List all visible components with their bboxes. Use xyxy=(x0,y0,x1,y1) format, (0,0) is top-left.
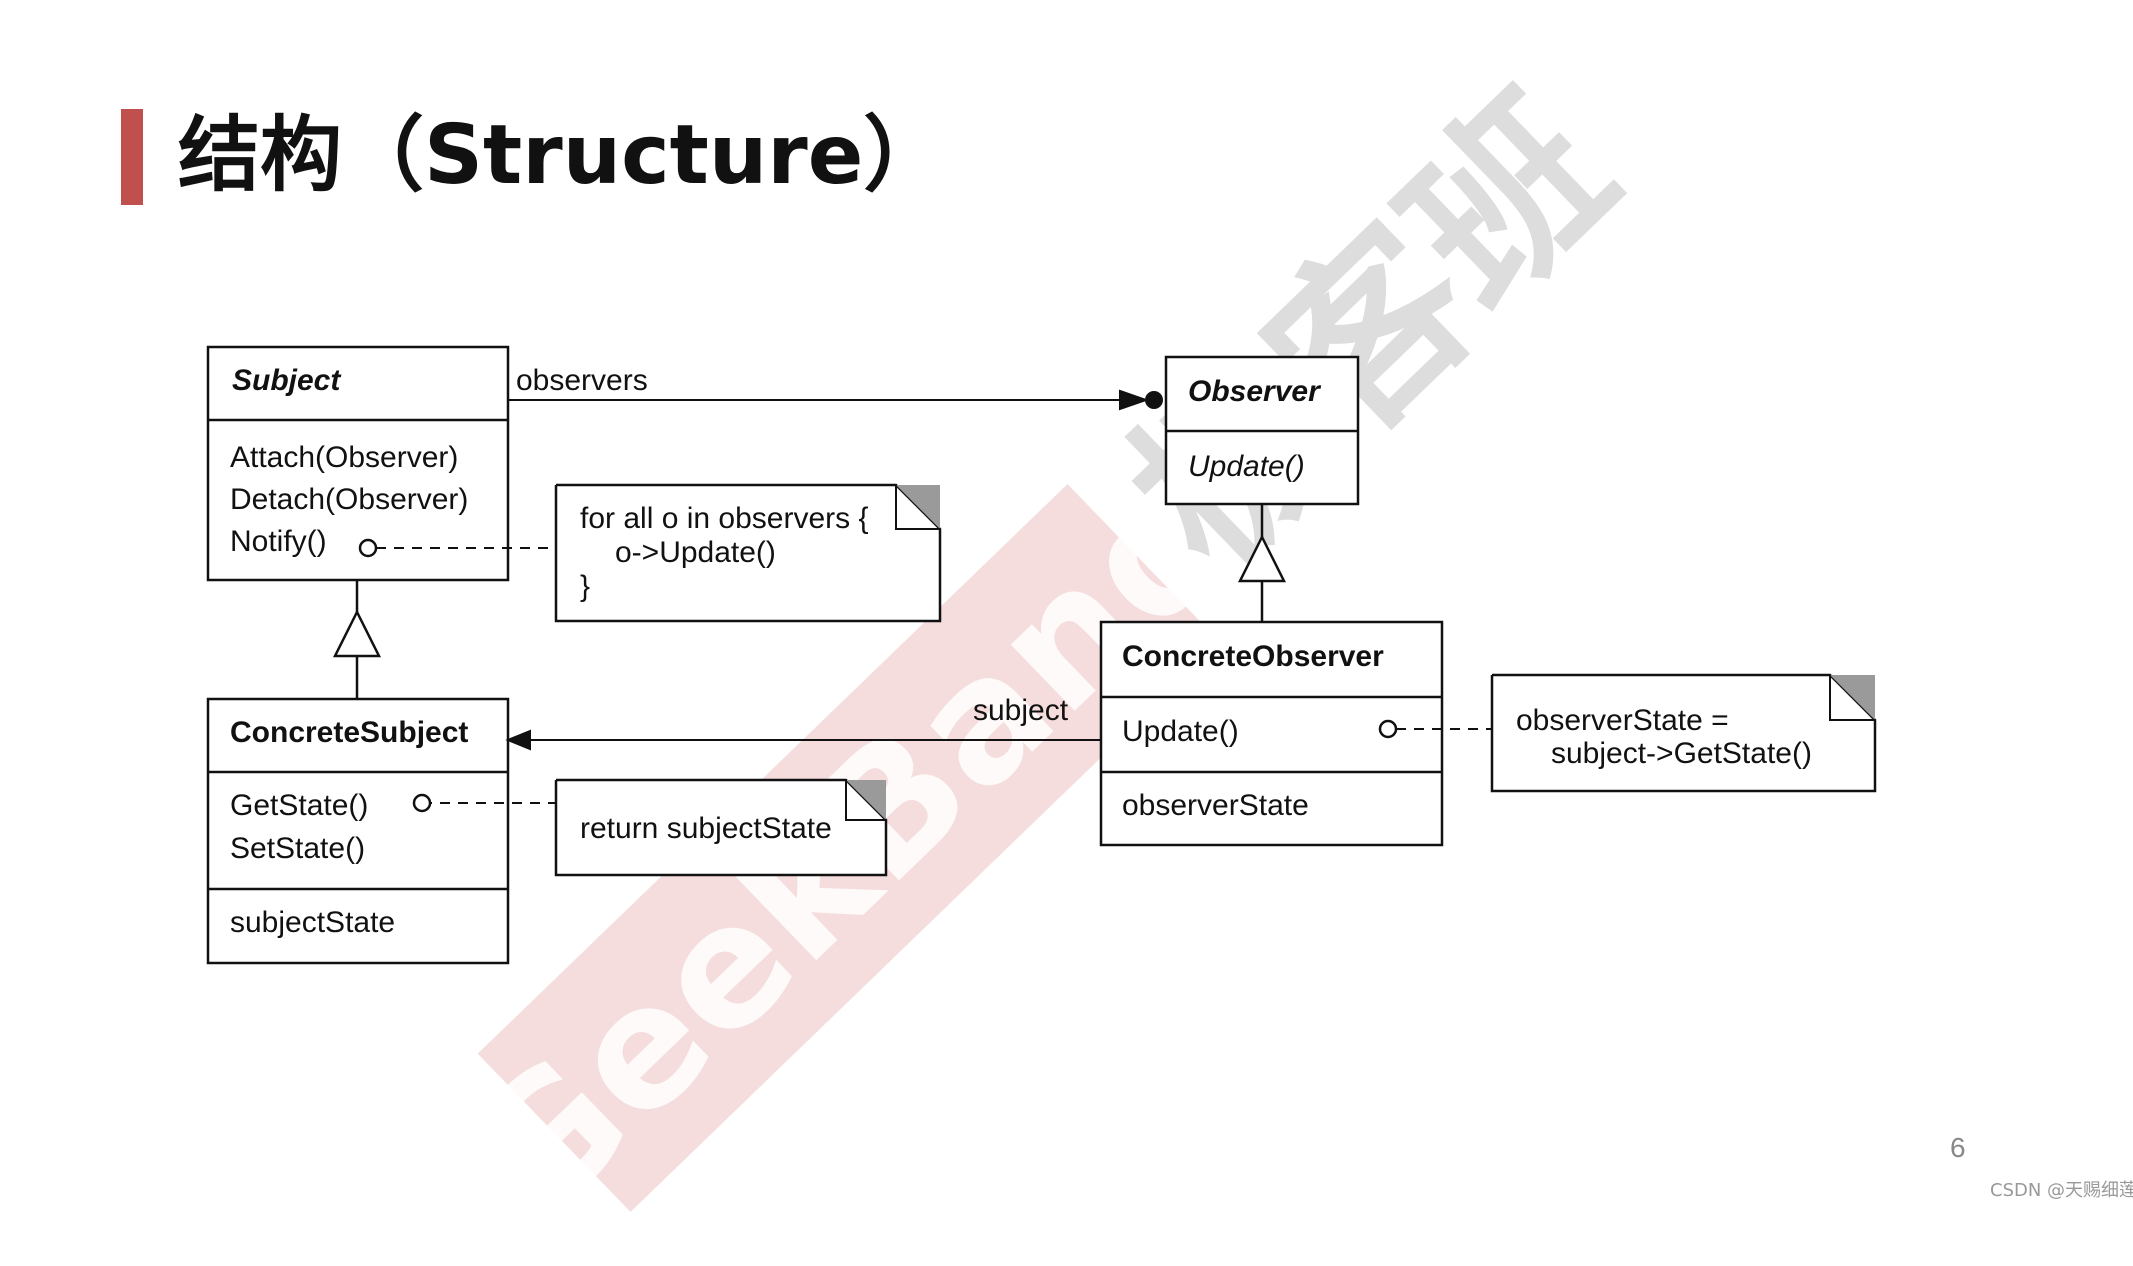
concrete-observer-attr-observerstate: observerState xyxy=(1122,789,1309,822)
getstate-note-box xyxy=(554,778,888,877)
notify-note-line-3: } xyxy=(580,570,590,603)
update-anchor-circle xyxy=(1378,719,1398,739)
update-note-corner xyxy=(1830,675,1875,720)
notify-note-line-2: o->Update() xyxy=(615,536,776,569)
notify-note-corner xyxy=(896,485,940,529)
observers-multiplicity-dot xyxy=(1145,391,1163,409)
observers-arrowhead xyxy=(1119,389,1150,411)
update-note-fold xyxy=(1829,675,1875,721)
subject-arrowhead xyxy=(505,729,531,751)
subject-association-label: subject xyxy=(973,694,1069,727)
slide-title: 结构（Structure） xyxy=(178,108,946,203)
subject-op-attach: Attach(Observer) xyxy=(230,441,458,474)
notify-note-fold xyxy=(895,485,940,530)
observer-inheritance-triangle xyxy=(1237,534,1287,583)
notify-anchor-circle xyxy=(358,538,378,558)
observers-association-label: observers xyxy=(516,364,648,397)
observer-class-name: Observer xyxy=(1188,375,1322,408)
notify-note-box xyxy=(554,483,942,623)
concrete-subject-class-name: ConcreteSubject xyxy=(230,716,468,749)
page-number: 6 xyxy=(1950,1132,1966,1163)
update-note-line-2: subject->GetState() xyxy=(1551,737,1812,770)
notify-note-line-1: for all o in observers { xyxy=(580,502,868,535)
getstate-note-corner xyxy=(846,780,886,820)
subject-class-name: Subject xyxy=(232,364,342,397)
concrete-observer-op-update: Update() xyxy=(1122,715,1239,748)
getstate-anchor-circle xyxy=(412,793,432,813)
subject-class-box xyxy=(206,345,510,582)
note-corners xyxy=(845,485,1875,821)
uml-class-diagram: Subject Attach(Observer) Detach(Observer… xyxy=(206,345,1877,965)
getstate-note-fold xyxy=(845,780,886,821)
observer-op-update: Update() xyxy=(1188,450,1305,483)
concrete-subject-op-setstate: SetState() xyxy=(230,832,365,865)
update-note-line-1: observerState = xyxy=(1516,704,1729,737)
getstate-note-line-1: return subjectState xyxy=(580,812,832,845)
concrete-subject-op-getstate: GetState() xyxy=(230,789,368,822)
update-note-box xyxy=(1490,673,1877,793)
concrete-observer-class-name: ConcreteObserver xyxy=(1122,640,1384,673)
concrete-subject-attr-subjectstate: subjectState xyxy=(230,906,395,939)
subject-inheritance-triangle xyxy=(332,609,382,658)
slide: 结构（Structure） GeekBand 极客班 xyxy=(121,54,2133,1212)
subject-op-notify: Notify() xyxy=(230,525,327,558)
subject-op-detach: Detach(Observer) xyxy=(230,483,468,516)
source-credit: CSDN @天赐细莲 xyxy=(1990,1180,2133,1201)
title-accent-bar xyxy=(121,109,143,205)
